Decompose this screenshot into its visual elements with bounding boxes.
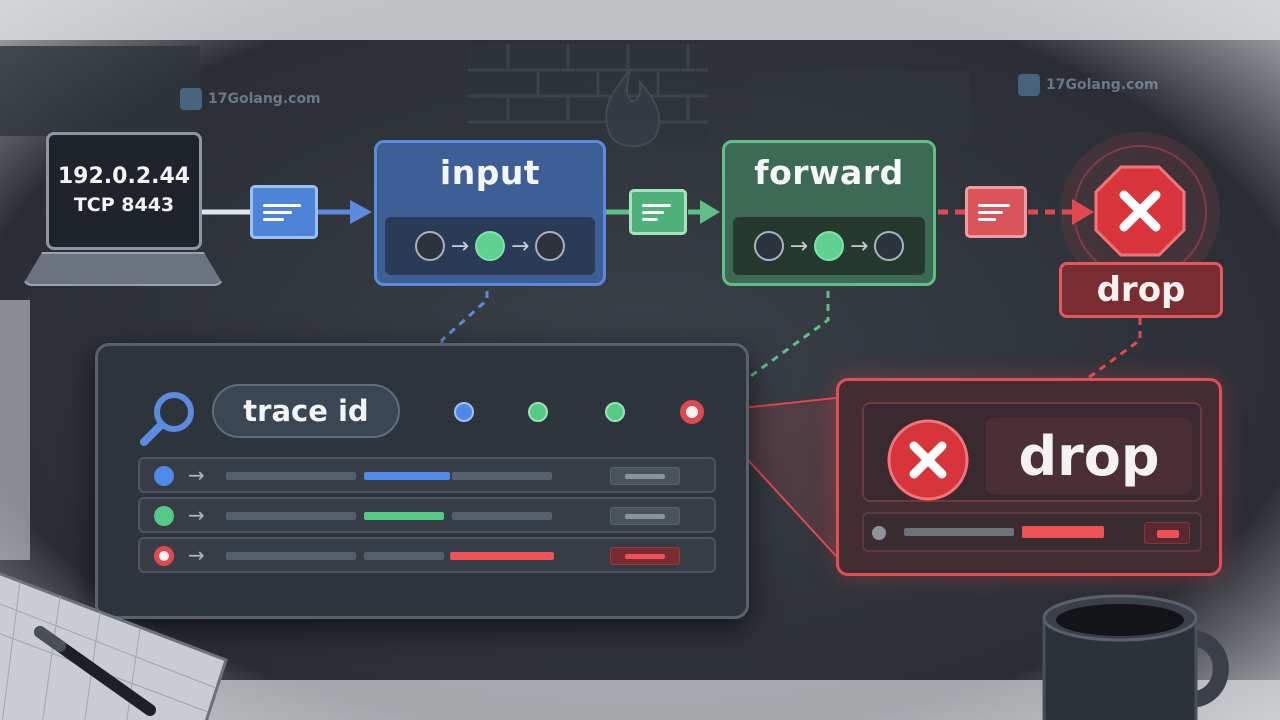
row-bar-highlight <box>364 512 444 520</box>
chain-input: input → → <box>374 140 606 286</box>
rule-node <box>414 231 445 261</box>
row-bar-highlight <box>364 472 450 480</box>
status-dot <box>872 526 886 540</box>
trace-hop-node <box>454 402 474 422</box>
chain-input-rules: → → <box>385 217 595 275</box>
stop-icon <box>1094 165 1186 257</box>
row-bar <box>904 528 1014 536</box>
flow-connector-forward-drop <box>938 199 1094 225</box>
status-badge <box>610 467 680 485</box>
chain-input-title: input <box>439 153 541 192</box>
arrow-right-icon: → <box>188 543 205 567</box>
arrow-right-icon: → <box>188 503 205 527</box>
row-bar <box>226 552 356 560</box>
arrow-right-icon: → <box>450 233 469 259</box>
search-icon[interactable] <box>138 388 200 450</box>
packet-icon <box>250 185 318 239</box>
row-bar <box>226 512 356 520</box>
rule-node <box>753 231 784 261</box>
laptop-icon: 192.0.2.44 TCP 8443 <box>46 132 202 250</box>
arrow-right-icon: → <box>789 233 808 259</box>
status-badge <box>610 507 680 525</box>
close-icon <box>887 419 969 501</box>
notebook-icon <box>0 572 228 720</box>
drop-detail-label: drop <box>986 418 1192 494</box>
arrow-right-icon: → <box>188 463 205 487</box>
source-port: TCP 8443 <box>73 194 175 216</box>
arrow-right-icon: → <box>511 233 530 259</box>
trace-id-input[interactable]: trace id <box>212 384 400 438</box>
trace-hop-node-dropped[interactable] <box>680 400 704 424</box>
row-bar <box>452 472 552 480</box>
arrow-right-icon: → <box>850 233 869 259</box>
watermark-logo-icon <box>1018 74 1040 96</box>
row-bar <box>226 472 356 480</box>
rule-node-matched <box>475 231 505 261</box>
row-bar-highlight <box>450 552 554 560</box>
status-badge <box>1144 522 1190 544</box>
trace-hop-node <box>605 402 625 422</box>
watermark: 17Golang.com <box>180 88 321 110</box>
chain-forward: forward → → <box>722 140 936 286</box>
packet-icon <box>965 186 1027 238</box>
flow-connector-input-forward <box>606 200 720 224</box>
firewall-icon <box>468 44 708 148</box>
rule-node <box>874 231 905 261</box>
table-row[interactable]: → <box>138 537 716 573</box>
laptop-keyboard <box>22 252 224 286</box>
chain-forward-rules: → → <box>733 217 925 275</box>
watermark-logo-icon <box>180 88 202 110</box>
status-dot <box>154 546 174 566</box>
rule-node-matched <box>814 231 844 261</box>
status-badge <box>610 547 680 565</box>
flow-connector-source <box>199 200 372 224</box>
trace-hop-node <box>528 402 548 422</box>
status-dot <box>154 466 174 486</box>
source-ip: 192.0.2.44 <box>57 164 191 190</box>
row-bar <box>364 552 444 560</box>
row-bar-highlight <box>1022 526 1104 538</box>
mug-icon <box>1042 594 1229 720</box>
verdict-drop-label: drop <box>1059 262 1223 318</box>
packet-icon <box>629 189 687 235</box>
chain-forward-title: forward <box>754 153 904 192</box>
status-dot <box>154 506 174 526</box>
table-row[interactable]: → <box>138 497 716 533</box>
rule-node <box>535 231 566 261</box>
drop-detail-row <box>862 512 1202 552</box>
row-bar <box>452 512 552 520</box>
pen-icon <box>34 626 156 716</box>
watermark: 17Golang.com <box>1018 74 1159 96</box>
table-row[interactable]: → <box>138 457 716 493</box>
